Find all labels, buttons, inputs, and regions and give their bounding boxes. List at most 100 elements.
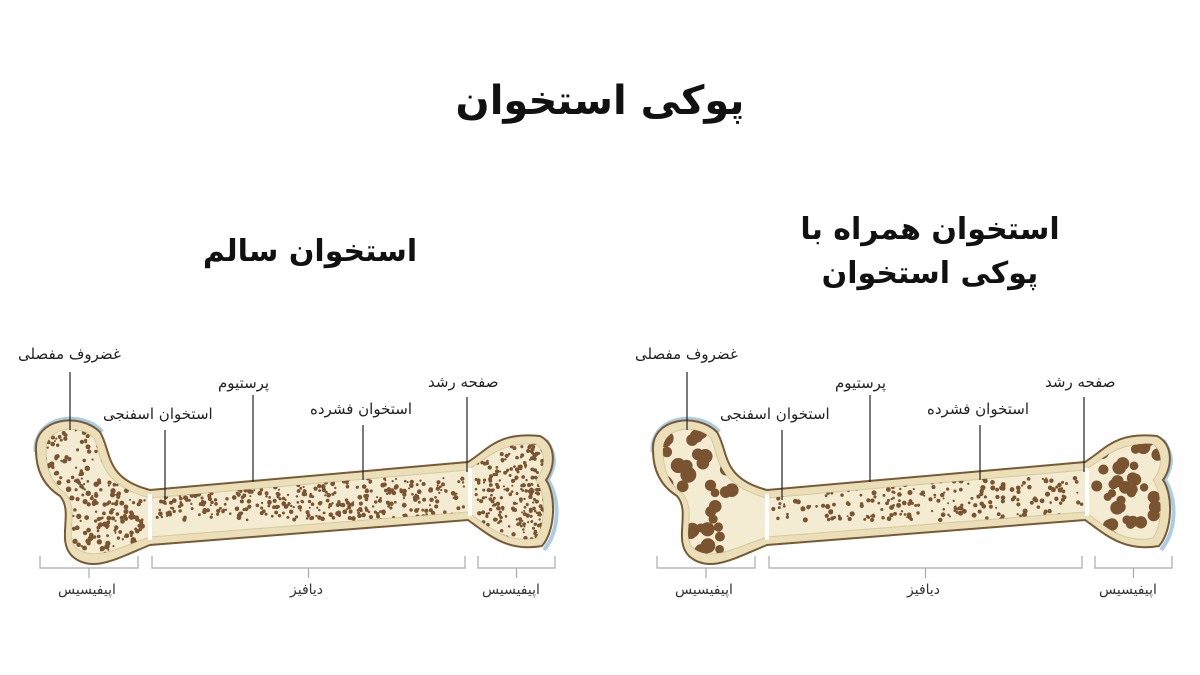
bone-pore bbox=[967, 501, 971, 505]
bone-pore bbox=[187, 478, 190, 482]
bone-pore bbox=[892, 503, 895, 507]
bone-pore bbox=[205, 479, 209, 483]
bone-pore bbox=[796, 481, 801, 486]
bone-pore bbox=[953, 509, 957, 512]
bone-pore bbox=[499, 528, 504, 533]
bone-pore bbox=[870, 514, 873, 517]
bone-pore bbox=[995, 487, 999, 492]
bone-pore bbox=[109, 492, 116, 498]
bone-pore bbox=[715, 544, 725, 554]
bone-pore bbox=[81, 486, 85, 490]
bone-pore bbox=[412, 495, 418, 500]
region-bracket bbox=[768, 556, 1083, 578]
bone-pore bbox=[324, 490, 328, 494]
bone-pore bbox=[495, 501, 501, 506]
bone-pore bbox=[990, 480, 995, 485]
bone-pore bbox=[168, 500, 174, 505]
bone-pore bbox=[99, 549, 103, 552]
bone-pore bbox=[517, 465, 521, 468]
bone-pore bbox=[528, 444, 532, 449]
bone-pore bbox=[383, 477, 387, 481]
bone-pore bbox=[261, 509, 266, 514]
bone-pore bbox=[880, 507, 884, 512]
bone-pore bbox=[187, 480, 193, 486]
bone-pore bbox=[821, 503, 826, 508]
bone-pore bbox=[82, 483, 86, 486]
bone-pore bbox=[140, 467, 145, 473]
bone-pore bbox=[1091, 480, 1103, 492]
bone-pore bbox=[79, 519, 82, 523]
bone-pore bbox=[387, 490, 392, 495]
bone-pore bbox=[310, 502, 315, 507]
bone-pore bbox=[533, 509, 537, 513]
bone-pore bbox=[303, 492, 308, 497]
bone-pore bbox=[676, 480, 689, 493]
bone-pore bbox=[267, 504, 271, 508]
bone-pore bbox=[77, 480, 81, 483]
bone-pore bbox=[663, 436, 671, 448]
bone-pore bbox=[326, 499, 330, 502]
bone-pore bbox=[315, 514, 318, 518]
bone-pore bbox=[305, 510, 310, 515]
bone-pore bbox=[124, 459, 129, 464]
bone-pore bbox=[174, 477, 178, 481]
bone-pore bbox=[67, 456, 72, 462]
bone-pore bbox=[328, 502, 333, 507]
bone-pore bbox=[274, 510, 279, 515]
bone-pore bbox=[1016, 498, 1020, 502]
bone-pore bbox=[240, 495, 245, 500]
bone-pore bbox=[912, 488, 915, 491]
bone-pore bbox=[777, 506, 781, 510]
bone-pore bbox=[1047, 485, 1053, 491]
bone-pore bbox=[512, 501, 517, 506]
bone-pore bbox=[815, 479, 818, 483]
bone-pore bbox=[1043, 509, 1048, 514]
bone-pore bbox=[441, 482, 445, 487]
bone-pore bbox=[127, 432, 133, 438]
bone-pore bbox=[529, 515, 533, 518]
bone-pore bbox=[54, 510, 57, 513]
bone-pore bbox=[858, 476, 863, 481]
bone-pore bbox=[165, 481, 170, 486]
bone-pore bbox=[689, 429, 704, 443]
bone-pore bbox=[530, 482, 533, 485]
bone-pore bbox=[130, 462, 135, 468]
bone-pore bbox=[525, 502, 529, 506]
heading-line: پوکی استخوان bbox=[821, 256, 1039, 291]
bone-pore bbox=[502, 485, 505, 488]
bone-pore bbox=[216, 508, 221, 514]
bone-pore bbox=[825, 503, 831, 510]
bone-pore bbox=[890, 497, 893, 501]
osteoporosis-bone bbox=[650, 372, 1176, 578]
bone-pore bbox=[376, 514, 381, 519]
bone-pore bbox=[52, 546, 57, 552]
bone-pore bbox=[264, 512, 268, 516]
bone-pore bbox=[70, 475, 75, 480]
bone-pore bbox=[704, 479, 717, 491]
bone-pore bbox=[538, 504, 543, 509]
bone-pore bbox=[385, 492, 389, 496]
bone-pore bbox=[937, 517, 943, 523]
bone-pore bbox=[474, 536, 479, 541]
bone-pore bbox=[1057, 487, 1063, 493]
bone-pore bbox=[225, 497, 229, 501]
bone-pore bbox=[307, 499, 312, 504]
bone-pore bbox=[210, 513, 214, 516]
bone-pore bbox=[481, 441, 486, 446]
bone-pore bbox=[537, 514, 540, 517]
bone-pore bbox=[490, 440, 493, 443]
bone-pore bbox=[222, 508, 226, 512]
bone-pore bbox=[496, 506, 501, 511]
bone-pore bbox=[500, 458, 505, 462]
bone-pore bbox=[255, 503, 260, 508]
bone-pore bbox=[899, 512, 903, 516]
bone-pore bbox=[1061, 494, 1065, 498]
bone-pore bbox=[51, 465, 55, 470]
bone-pore bbox=[1139, 483, 1149, 492]
bone-pore bbox=[1058, 501, 1063, 505]
bone-pore bbox=[523, 463, 528, 468]
bone-pore bbox=[342, 509, 348, 515]
bone-pore bbox=[444, 488, 447, 492]
bone-pore bbox=[265, 495, 268, 498]
bone-pore bbox=[80, 545, 83, 548]
